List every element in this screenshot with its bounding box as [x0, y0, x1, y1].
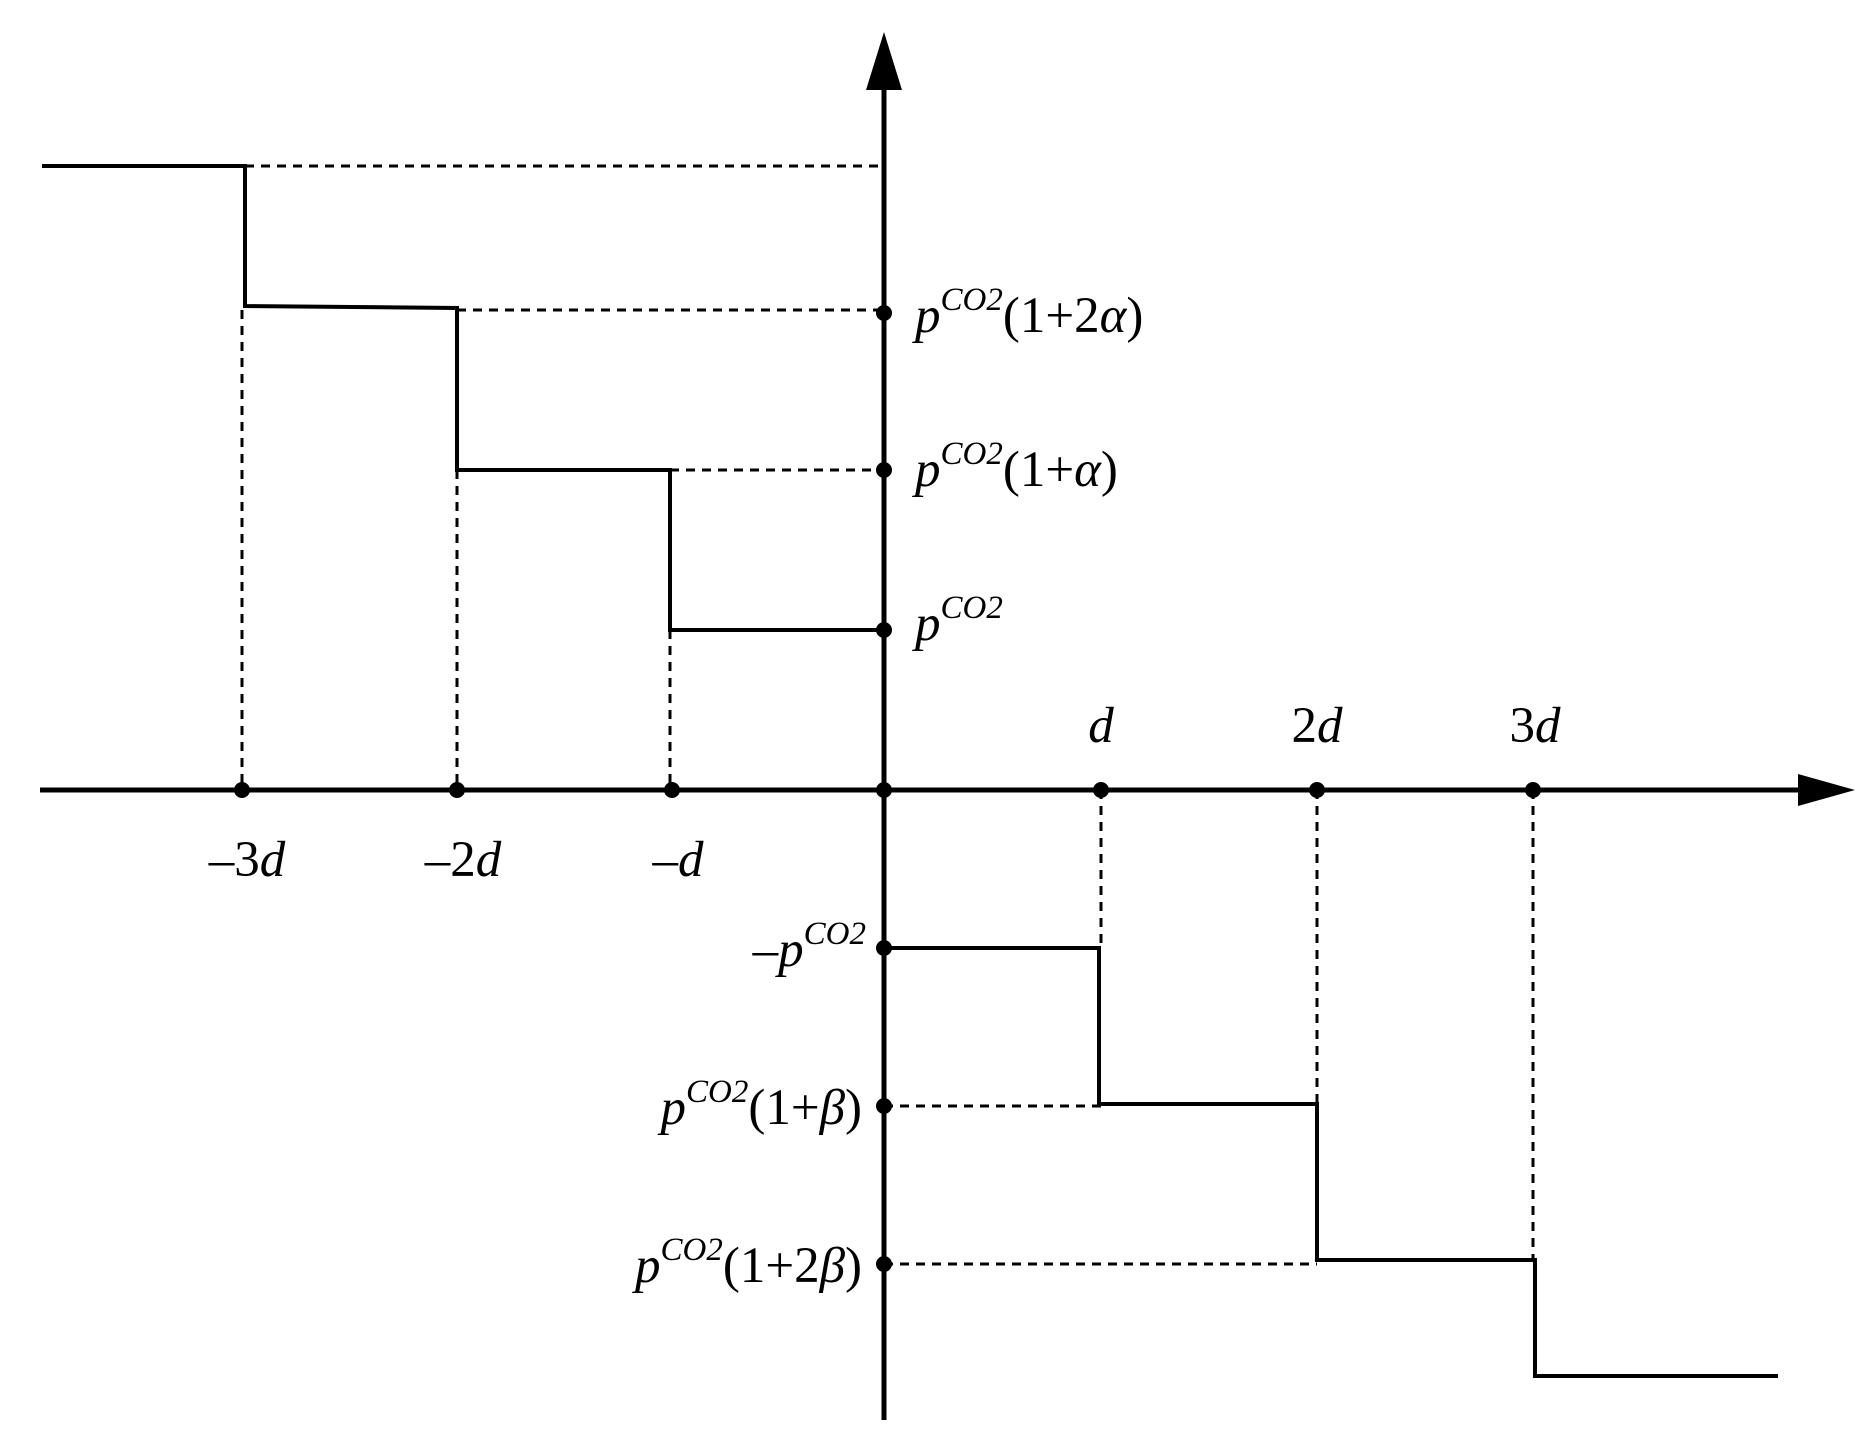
x-label-minus-3d: –3d: [208, 832, 286, 888]
y-tick-dot-upper3: [876, 305, 892, 321]
x-tick-dot-pos1: [1093, 782, 1109, 798]
positive-price-step-curve: [42, 164, 884, 632]
x-label-3d: 3d: [1510, 698, 1562, 754]
x-label-minus-d: –d: [652, 832, 705, 888]
x-tick-dot-pos3: [1525, 782, 1541, 798]
y-tick-dot-lower3: [876, 1256, 892, 1272]
y-label-minus-p-co2: –pCO2: [752, 916, 866, 978]
x-tick-dot-neg3: [234, 782, 250, 798]
y-label-p-co2-1-plus-2alpha: pCO2(1+2α): [912, 282, 1143, 344]
x-axis-arrow-icon: [1798, 774, 1855, 806]
axes: [40, 32, 1855, 1420]
x-tick-dot-neg2: [449, 782, 465, 798]
x-label-2d: 2d: [1292, 698, 1344, 754]
tick-dots: [234, 305, 1541, 1272]
negative-price-step-curve: [884, 946, 1778, 1378]
x-tick-dot-neg1: [664, 782, 680, 798]
y-label-p-co2-1-plus-beta: pCO2(1+β): [658, 1074, 862, 1136]
step-curves: [42, 164, 1778, 1378]
y-tick-dot-lower2: [876, 1098, 892, 1114]
y-axis-arrow-icon: [866, 32, 902, 90]
x-label-minus-2d: –2d: [424, 832, 502, 888]
dashed-guides: [240, 164, 1535, 1266]
origin-dot: [876, 782, 892, 798]
y-tick-dot-lower1: [876, 940, 892, 956]
y-tick-dot-upper1: [876, 622, 892, 638]
y-label-p-co2-1-plus-alpha: pCO2(1+α): [912, 436, 1118, 498]
y-label-p-co2-1-plus-2beta: pCO2(1+2β): [632, 1232, 862, 1294]
y-tick-dot-upper2: [876, 462, 892, 478]
y-label-p-co2: pCO2: [912, 590, 1003, 652]
x-label-d: d: [1088, 698, 1114, 754]
x-tick-dot-pos2: [1309, 782, 1325, 798]
